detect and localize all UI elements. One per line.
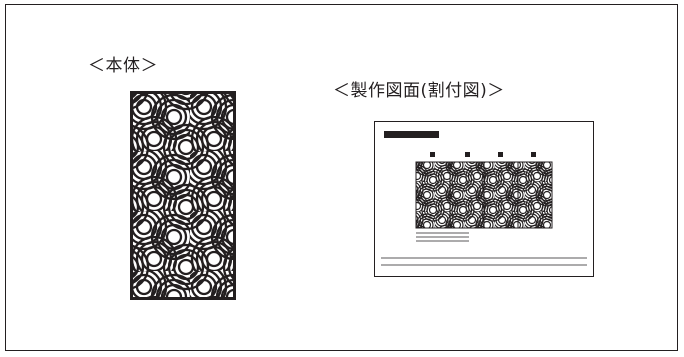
panel-marker xyxy=(498,152,503,157)
panel-marker xyxy=(465,152,470,157)
footer-rules xyxy=(381,257,587,266)
title-block-bar xyxy=(384,131,439,138)
layout-panel xyxy=(415,161,451,229)
note-lines xyxy=(416,232,469,242)
panel-marker xyxy=(531,152,536,157)
layout-panels xyxy=(415,161,553,229)
layout-panel xyxy=(449,161,485,229)
body-panel-illustration xyxy=(130,91,236,300)
outer-frame xyxy=(5,4,678,351)
panel-markers xyxy=(430,152,536,157)
drawing-sheet xyxy=(374,121,594,277)
body-label: ＜本体＞ xyxy=(88,56,158,76)
layout-panel xyxy=(517,161,553,229)
layout-panel xyxy=(483,161,519,229)
drawing-label: ＜製作図面(割付図)＞ xyxy=(333,81,505,101)
panel-marker xyxy=(430,152,435,157)
